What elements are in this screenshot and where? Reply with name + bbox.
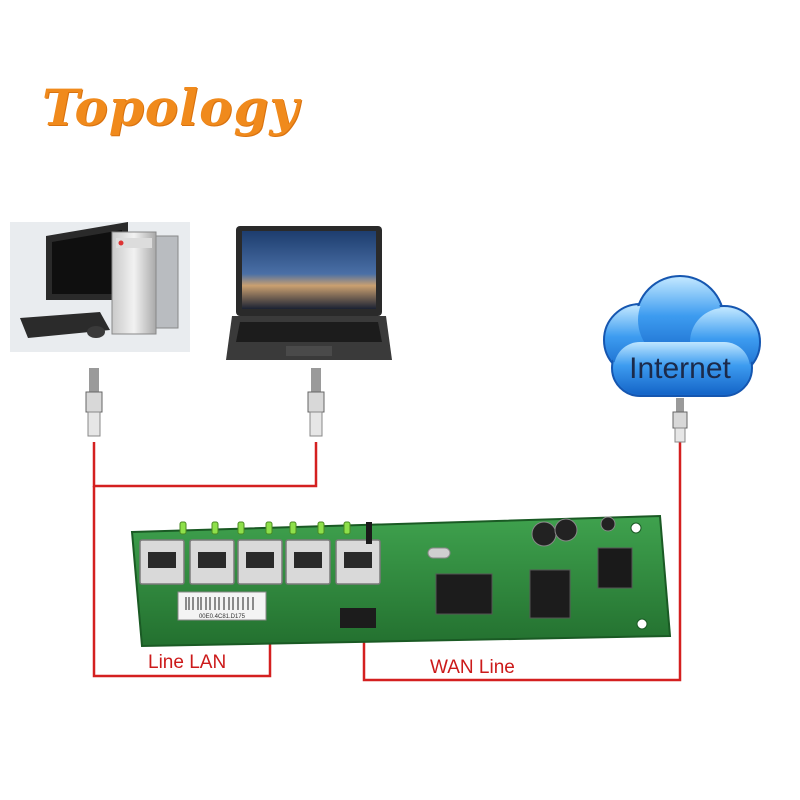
lan-line-label: Line LAN (148, 652, 226, 673)
rj45-plug-icon-laptop (307, 368, 325, 437)
rj45-plug-icon-pc (85, 368, 103, 437)
internet-label: Internet (629, 352, 731, 385)
desktop-pc-image (10, 222, 190, 352)
rj45-plug-icon-internet (672, 398, 688, 443)
capacitors (531, 516, 616, 547)
page-title: Topology (42, 78, 300, 137)
mac-sticker-text: 00E0.4C81.D175 (199, 614, 246, 620)
router-pcb-image: 00E0.4C81.D175 (130, 514, 672, 648)
wan-line-label: WAN Line (430, 657, 515, 678)
laptop-image (226, 226, 392, 360)
internet-cloud-icon: Internet (603, 275, 761, 397)
ethernet-ports (139, 539, 381, 585)
